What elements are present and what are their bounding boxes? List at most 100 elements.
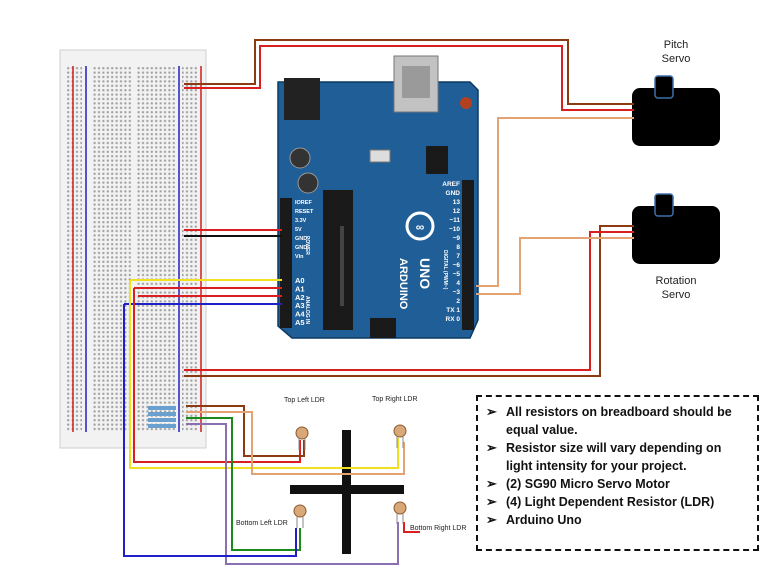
pin-label: GND [295, 236, 307, 242]
icsp-header [370, 318, 396, 338]
pin-label: 13 [453, 199, 461, 206]
arduino-logo-icon [405, 211, 435, 241]
note-text: Arduino Uno [506, 513, 582, 527]
pin-label: ~3 [453, 289, 461, 296]
notes-box: ➢ All resistors on breadboard should be e… [476, 395, 759, 551]
reset-button [460, 97, 472, 109]
arrow-bullet-icon: ➢ [486, 494, 497, 509]
breadboard [59, 49, 207, 449]
note-item: ➢ Arduino Uno [486, 511, 751, 529]
power-header [280, 198, 292, 280]
arrow-bullet-icon: ➢ [486, 440, 497, 455]
ldr-divider-cross [290, 430, 404, 554]
pin-label: 8 [456, 244, 460, 251]
pin-label: ~5 [453, 271, 461, 278]
bottom-left-ldr-label: Bottom Left LDR [236, 520, 288, 527]
arrow-bullet-icon: ➢ [486, 476, 497, 491]
arrow-bullet-icon: ➢ [486, 404, 497, 419]
pin-label: AREF [442, 181, 460, 188]
wire-pitch-brown [184, 39, 634, 105]
top-left-ldr-label: Top Left LDR [284, 397, 325, 404]
wire-rotation-brown [184, 225, 634, 377]
wire-ldr-bottomleft-green [186, 417, 301, 551]
note-text: (4) Light Dependent Resistor (LDR) [506, 495, 715, 509]
wire-pitch-orange [476, 117, 634, 287]
power-pin-labels: IOREF RESET 3.3V 5V GND GND Vin [295, 200, 314, 260]
wire-ldr-topright [186, 411, 405, 475]
note-item: ➢ (4) Light Dependent Resistor (LDR) [486, 493, 751, 511]
resistors [148, 406, 176, 428]
digital-section-label: DIGITAL (PWM~) [442, 250, 448, 290]
wires [123, 39, 634, 565]
capacitor-1 [289, 147, 311, 169]
note-item: ➢ (2) SG90 Micro Servo Motor [486, 475, 751, 493]
ldr-bottom-left [293, 504, 307, 528]
rotation-servo-label-line1: Rotation [655, 275, 697, 287]
wire-ldr-yellow [129, 280, 399, 469]
svg-text:∞: ∞ [416, 220, 425, 234]
note-item: ➢ All resistors on breadboard should be e… [486, 403, 751, 439]
wire-rotation-red [184, 231, 634, 371]
pin-label: 4 [456, 280, 460, 287]
wire-ldr-bottomleft-blue [123, 304, 297, 557]
ldr-top-right [393, 424, 407, 448]
pin-label: ~11 [449, 217, 460, 224]
note-text: All resistors on breadboard should be eq… [506, 405, 732, 437]
rotation-servo-label-line2: Servo [661, 289, 691, 301]
pin-label: A4 [295, 310, 305, 319]
arrow-bullet-icon: ➢ [486, 512, 497, 527]
pitch-servo-label: Pitch Servo [636, 38, 716, 66]
note-text: Resistor size will vary depending on lig… [506, 441, 722, 473]
capacitor-2 [297, 172, 319, 194]
wire-ldr-bottomright-red [403, 522, 420, 533]
pin-label: A3 [295, 301, 305, 310]
arduino-brand-label: ARDUINO [397, 258, 409, 310]
pin-label: RESET [295, 209, 314, 215]
pin-label: A2 [295, 293, 305, 302]
pin-label: 5V [295, 227, 302, 233]
digital-pin-labels: AREF GND 13 12 ~11 ~10 ~9 8 7 ~6 ~5 4 ~3 2 TX 1 RX 0 [442, 181, 460, 323]
pin-label: ~9 [453, 235, 461, 242]
wire-ldr-bottomright-purple [186, 423, 399, 565]
wire-rotation-orange [476, 237, 634, 295]
power-section-label: POWER [304, 236, 310, 255]
pin-label: RX 0 [446, 316, 461, 323]
pin-label: ~6 [453, 262, 461, 269]
ldr-top-left [295, 426, 309, 450]
pin-label: A1 [295, 284, 305, 293]
pitch-servo-label-line2: Servo [661, 53, 691, 65]
crystal [369, 149, 391, 163]
note-text: (2) SG90 Micro Servo Motor [506, 477, 670, 491]
wire-pitch-red [184, 45, 634, 111]
pitch-servo-label-line1: Pitch [663, 39, 689, 51]
arduino-uno: ∞ ARDUINO UNO IOREFRESET3.3V5VGNDGNDVin … [277, 55, 479, 339]
pin-label: A5 [295, 318, 305, 327]
pin-label: IOREF [295, 200, 312, 206]
analog-section-label: ANALOG IN [304, 296, 310, 324]
digital-header [462, 180, 474, 330]
ldr-bottom-right [393, 501, 407, 524]
pin-label: A0 [295, 276, 305, 285]
analog-header [280, 276, 292, 328]
pin-label: Vin [295, 254, 304, 260]
pitch-servo [632, 75, 720, 146]
top-right-ldr-label: Top Right LDR [372, 396, 418, 403]
atmega-chip [323, 190, 353, 330]
rotation-servo-label: Rotation Servo [636, 274, 716, 302]
pin-label: GND [295, 245, 307, 251]
rotation-servo [632, 193, 720, 264]
wire-ldr-topleft-red [133, 288, 301, 463]
pin-label: TX 1 [446, 307, 460, 314]
pin-label: 7 [456, 253, 460, 260]
bottom-right-ldr-label: Bottom Right LDR [410, 525, 467, 532]
pin-label: 12 [453, 208, 461, 215]
note-item: ➢ Resistor size will vary depending on li… [486, 439, 751, 475]
pin-label: 2 [456, 298, 460, 305]
pin-label: ~10 [449, 226, 460, 233]
pin-label: 3.3V [295, 218, 307, 224]
wire-ldr-topleft-brown [186, 405, 305, 457]
pin-label: GND [446, 190, 461, 197]
power-jack [284, 78, 320, 120]
